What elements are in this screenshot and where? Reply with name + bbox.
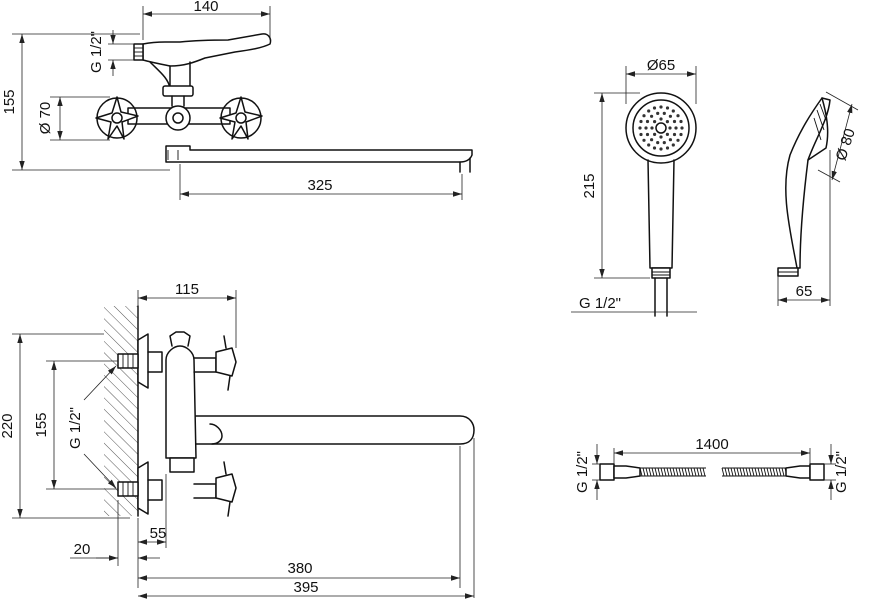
front-view: 140 G 1/2" 155 Ø 70 325 xyxy=(1,0,473,200)
front-thread-label: G 1/2" xyxy=(88,31,105,73)
side-diameter-label: Ø 80 xyxy=(833,127,859,163)
inlet-distance-label: 155 xyxy=(33,412,50,437)
handle-diameter-label: Ø 70 xyxy=(37,102,54,135)
shower-head-front: Ø65 215 G 1/2" xyxy=(571,57,697,317)
hose-length-label: 1400 xyxy=(695,436,728,453)
spout-length-label: 325 xyxy=(307,177,332,194)
front-width-label: 140 xyxy=(193,0,218,15)
overall-length-label: 395 xyxy=(293,579,318,596)
front-height-label: 155 xyxy=(1,89,18,114)
side-height-label: 220 xyxy=(0,413,16,438)
hose-thread-right-label: G 1/2" xyxy=(833,451,850,493)
head-thread-label: G 1/2" xyxy=(579,295,621,312)
wall-offset-label: 20 xyxy=(74,541,91,558)
inlet-offset-label: 55 xyxy=(150,525,167,542)
shower-head-side: Ø 80 65 xyxy=(777,91,859,306)
head-diameter-label: Ø65 xyxy=(647,57,675,74)
left-handle xyxy=(95,96,139,140)
side-width-label: 65 xyxy=(796,283,813,300)
right-handle xyxy=(219,96,263,140)
hose-thread-left-label: G 1/2" xyxy=(574,451,591,493)
spout-reach-label: 380 xyxy=(287,560,312,577)
side-view: 115 220 155 G 1/2" 20 55 380 3 xyxy=(0,281,475,599)
side-width-label: 115 xyxy=(175,281,199,298)
side-thread-label: G 1/2" xyxy=(67,407,84,449)
shower-hose: G 1/2" G 1/2" 1400 xyxy=(574,436,850,500)
head-length-label: 215 xyxy=(581,173,598,198)
